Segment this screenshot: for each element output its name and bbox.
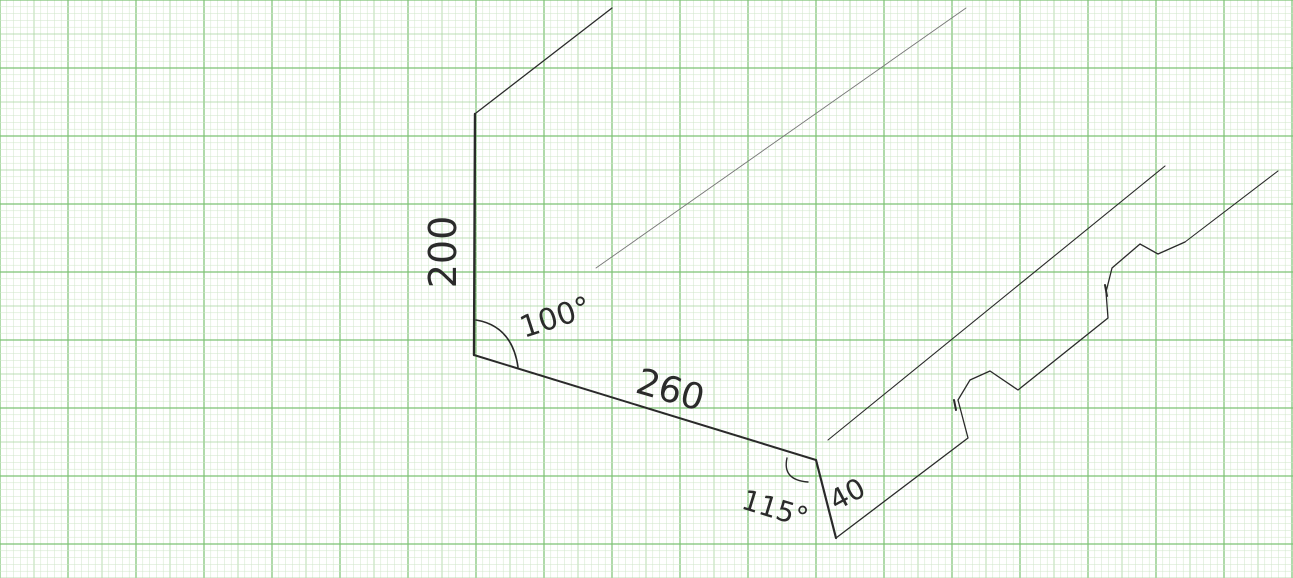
break-tick-1 [953,399,957,411]
angle-arc-100 [475,319,519,368]
angle-arc-115 [785,457,809,483]
label-100-deg: 100° [516,290,596,346]
lip-segment-40 [814,458,838,540]
break-tick-2 [1104,284,1108,297]
perspective-line-right [1184,170,1279,243]
perspective-line-front-top [827,165,1166,441]
perspective-line-top [475,7,613,114]
front-break-line [835,241,1186,539]
sheet-metal-profile-sketch [472,7,1279,540]
perspective-line-middle [595,7,967,269]
label-260: 260 [632,361,709,419]
label-200: 200 [421,216,465,289]
vertical-flange-200 [472,112,477,357]
base-segment-260 [473,354,817,461]
